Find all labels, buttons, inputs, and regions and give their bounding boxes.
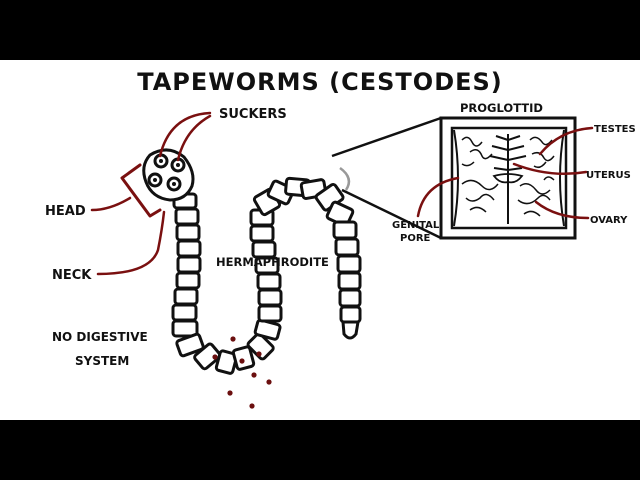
whiteboard-canvas: TAPEWORMS (CESTODES): [0, 60, 640, 420]
uterus-label: UTERUS: [586, 170, 631, 181]
worm-body: [171, 176, 362, 375]
head-pointer: [90, 196, 132, 212]
diagram-title: TAPEWORMS (CESTODES): [137, 68, 503, 96]
testes-structure: [461, 136, 555, 181]
head-bracket: [120, 163, 162, 218]
ovary-structure: [461, 179, 551, 217]
tapeworm-diagram: TAPEWORMS (CESTODES): [45, 68, 636, 409]
genital-pore-label-line2: PORE: [400, 233, 431, 244]
proglottid-label: PROGLOTTID: [460, 101, 543, 115]
genital-pore-label-line1: GENITAL: [392, 220, 440, 231]
no-digestive-label-line2: SYSTEM: [75, 354, 129, 368]
eggs: [212, 336, 272, 409]
neck-pointer: [96, 210, 166, 276]
neck-label: NECK: [52, 268, 92, 283]
segment-highlight: [339, 166, 351, 191]
testes-label: TESTES: [594, 124, 636, 135]
uterus-structure: [489, 134, 527, 224]
suckers-pointer-2: [176, 114, 212, 162]
ovary-pointer: [534, 200, 590, 220]
hermaphrodite-label: HERMAPHRODITE: [216, 255, 329, 269]
head-label: HEAD: [45, 204, 86, 219]
genital-pore-pointer: [416, 176, 460, 218]
testes-pointer: [538, 126, 594, 156]
scolex-head: [142, 148, 195, 202]
proglottid-box: [439, 116, 577, 240]
uterus-pointer: [512, 162, 588, 176]
no-digestive-label-line1: NO DIGESTIVE: [52, 330, 148, 344]
ovary-label: OVARY: [590, 215, 628, 226]
suckers-pointer: [158, 111, 212, 158]
suckers-label: SUCKERS: [219, 107, 287, 122]
worm-tail: [341, 320, 360, 340]
zoom-line-top: [331, 116, 442, 158]
zoom-line-bottom: [341, 188, 442, 240]
